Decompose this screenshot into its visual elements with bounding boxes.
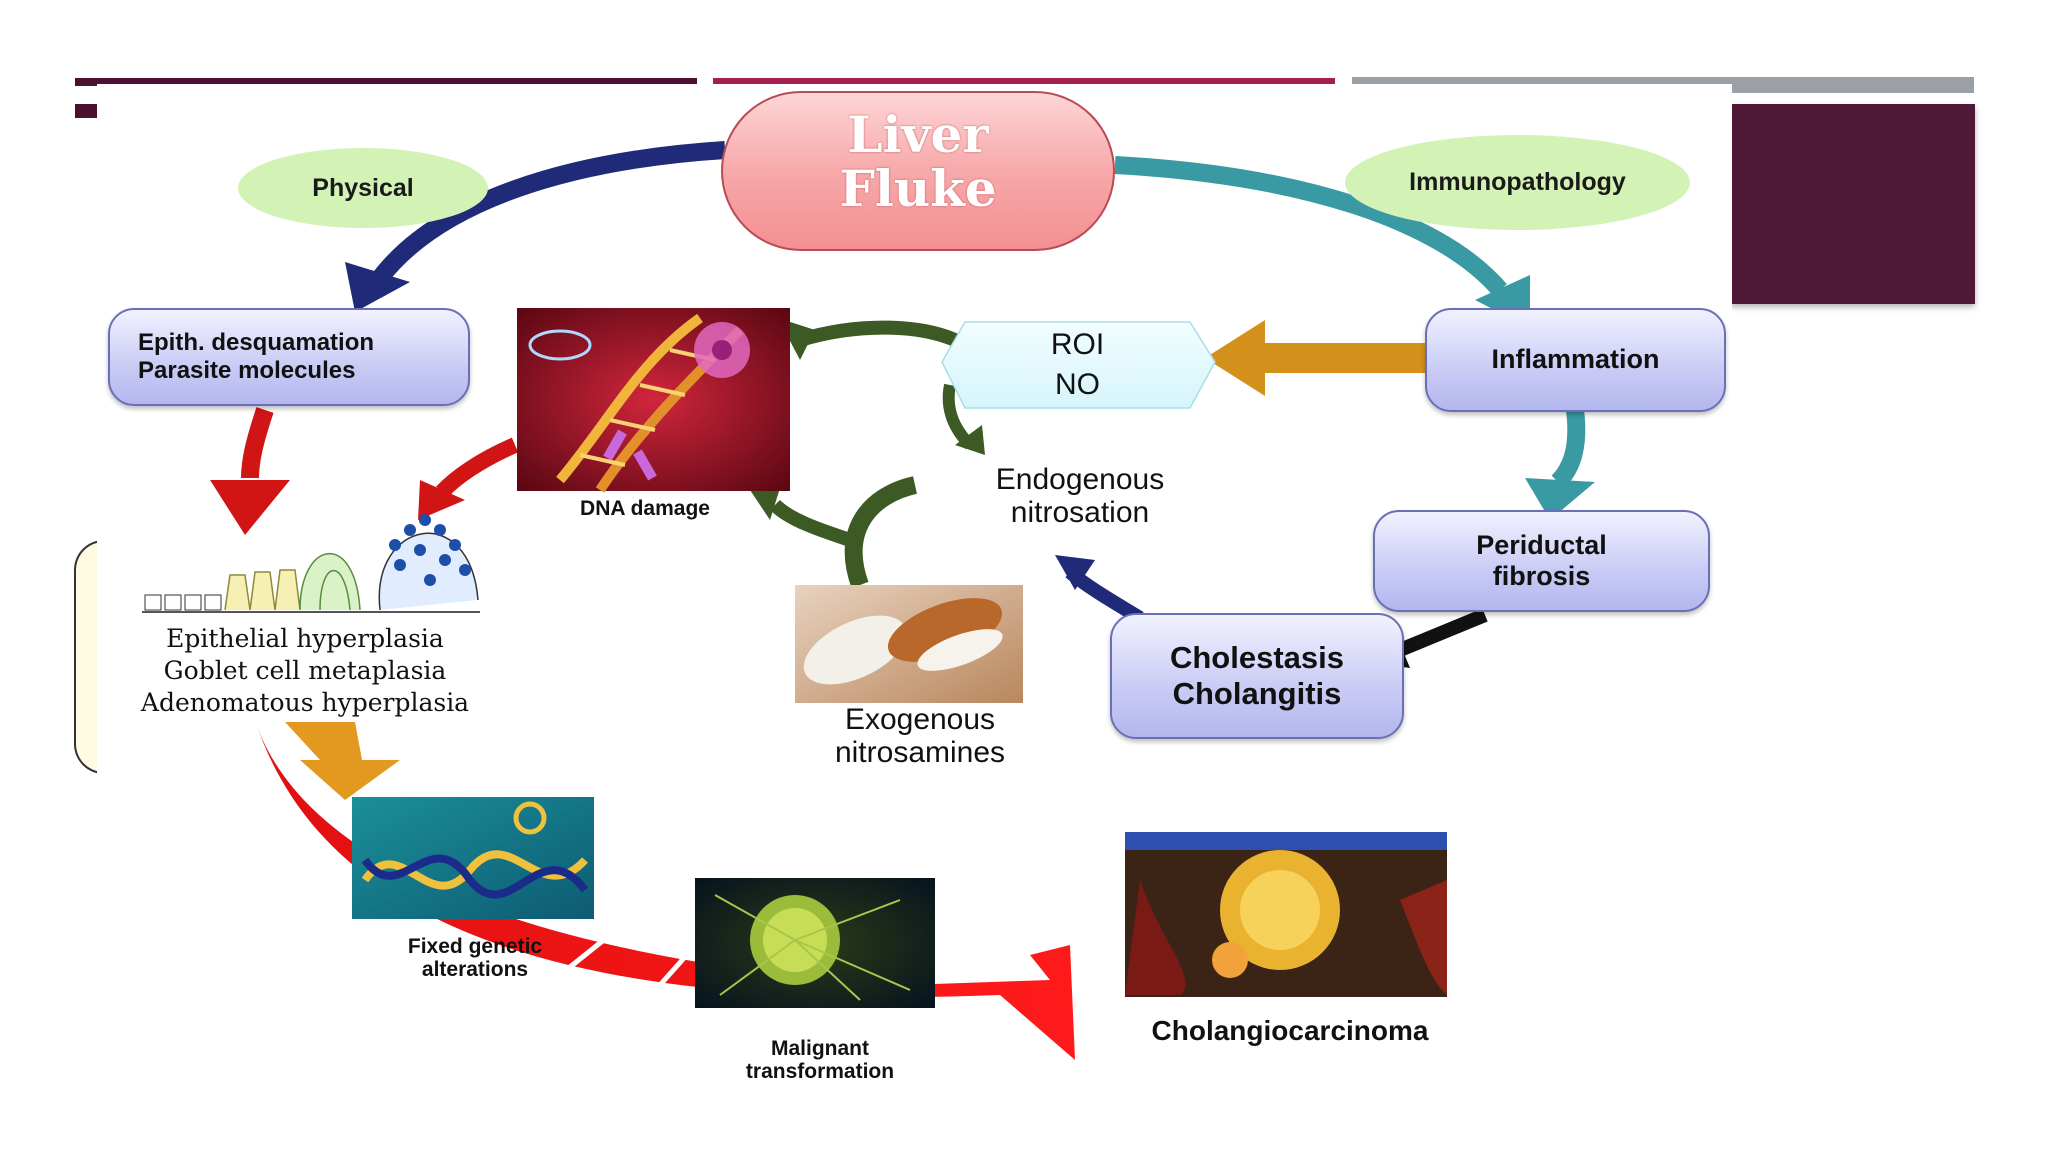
teal-arrowhead-down	[1525, 478, 1595, 520]
cholangiocarcinoma-image	[1125, 832, 1447, 997]
liver-fluke-oval	[721, 91, 1115, 251]
dna-damage-caption: DNA damage	[580, 497, 710, 520]
periductal-fibrosis-box: Periductal fibrosis	[1373, 510, 1710, 612]
genetic-alterations-image	[352, 797, 594, 919]
periductal-line-2: fibrosis	[1492, 561, 1591, 591]
malignant-line-2: transformation	[745, 1060, 895, 1084]
orange-down-arrow	[285, 722, 400, 800]
green-arrow-exo-dna	[844, 476, 918, 589]
small-dark-square	[75, 104, 97, 118]
exogenous-nitrosamines-label: Exogenous nitrosamines	[790, 703, 1050, 769]
roi-line: ROI	[1050, 328, 1105, 361]
roi-no-hexagon	[941, 321, 1216, 409]
red-arrowhead-epith	[210, 480, 290, 535]
red-arrowhead-dna	[418, 480, 465, 520]
maroon-block	[1730, 104, 1975, 304]
orange-arrowhead	[1205, 320, 1265, 396]
exogenous-food-image	[795, 585, 1023, 703]
red-arrow-epith	[241, 407, 274, 479]
fixed-line-1: Fixed genetic	[407, 935, 543, 958]
physical-oval: Physical	[238, 148, 488, 228]
top-bar-pink	[713, 78, 1335, 84]
periductal-line-1: Periductal	[1476, 529, 1607, 560]
navy-arrowhead-up	[1055, 555, 1095, 590]
endogenous-nitrosation-label: Endogenous nitrosation	[960, 463, 1200, 529]
green-arrowhead-roi-down	[955, 425, 985, 455]
exogenous-line-1: Exogenous	[844, 703, 996, 736]
epithelium-illustration	[142, 514, 480, 613]
immunopathology-label: Immunopathology	[1409, 168, 1626, 196]
roi-no-label: ROI NO	[965, 325, 1190, 405]
navy-arrow-left	[372, 141, 726, 284]
liver-fluke-line-1: Liver	[847, 105, 989, 164]
no-line: NO	[1055, 368, 1100, 401]
cholestasis-line-1: Cholestasis	[1169, 640, 1344, 676]
epithelial-line-2: Goblet cell metaplasia	[163, 656, 447, 685]
epithelial-line-3: Adenomatous hyperplasia	[140, 688, 470, 717]
epithelial-changes-label: Epithelial hyperplasia Goblet cell metap…	[120, 623, 490, 719]
epith-line-1: Epith. desquamation	[138, 329, 375, 357]
epith-desquamation-box: Epith. desquamation Parasite molecules	[108, 308, 470, 406]
exogenous-line-2: nitrosamines	[834, 736, 1006, 769]
green-arrow-exo-dna-2	[770, 499, 853, 547]
endogenous-line-1: Endogenous	[995, 463, 1165, 496]
teal-arrow-right	[1114, 156, 1507, 296]
malignant-cell-image	[695, 878, 935, 1008]
teal-arrow-down	[1551, 408, 1586, 489]
top-bar-dark	[75, 78, 697, 86]
cholestasis-line-2: Cholangitis	[1172, 676, 1342, 711]
endogenous-line-2: nitrosation	[1010, 496, 1150, 529]
inflammation-label: Inflammation	[1491, 344, 1660, 375]
physical-label: Physical	[312, 173, 414, 202]
fixed-genetic-caption: Fixed genetic alterations	[370, 935, 580, 981]
malignant-caption: Malignant transformation	[710, 1037, 930, 1083]
malignant-line-1: Malignant	[771, 1037, 869, 1060]
inflammation-box: Inflammation	[1425, 308, 1726, 412]
epithelial-line-1: Epithelial hyperplasia	[166, 624, 444, 653]
green-arrow-roi-dna	[797, 320, 958, 347]
navy-arrowhead-left	[345, 262, 410, 312]
epith-line-2: Parasite molecules	[138, 357, 356, 384]
red-arrow-dna	[436, 437, 519, 498]
liver-fluke-line-2: Fluke	[839, 159, 997, 218]
green-arrowhead-exo-dna	[750, 488, 780, 520]
orange-bar	[1265, 343, 1425, 373]
fixed-line-2: alterations	[421, 958, 529, 982]
dna-damage-image	[517, 308, 790, 493]
liver-fluke-title: Liver Fluke	[722, 108, 1114, 216]
black-arrow	[1397, 608, 1488, 657]
immunopathology-oval: Immunopathology	[1345, 135, 1690, 230]
cholestasis-box: Cholestasis Cholangitis	[1110, 613, 1404, 739]
cholangiocarcinoma-caption: Cholangiocarcinoma	[1151, 1015, 1429, 1046]
